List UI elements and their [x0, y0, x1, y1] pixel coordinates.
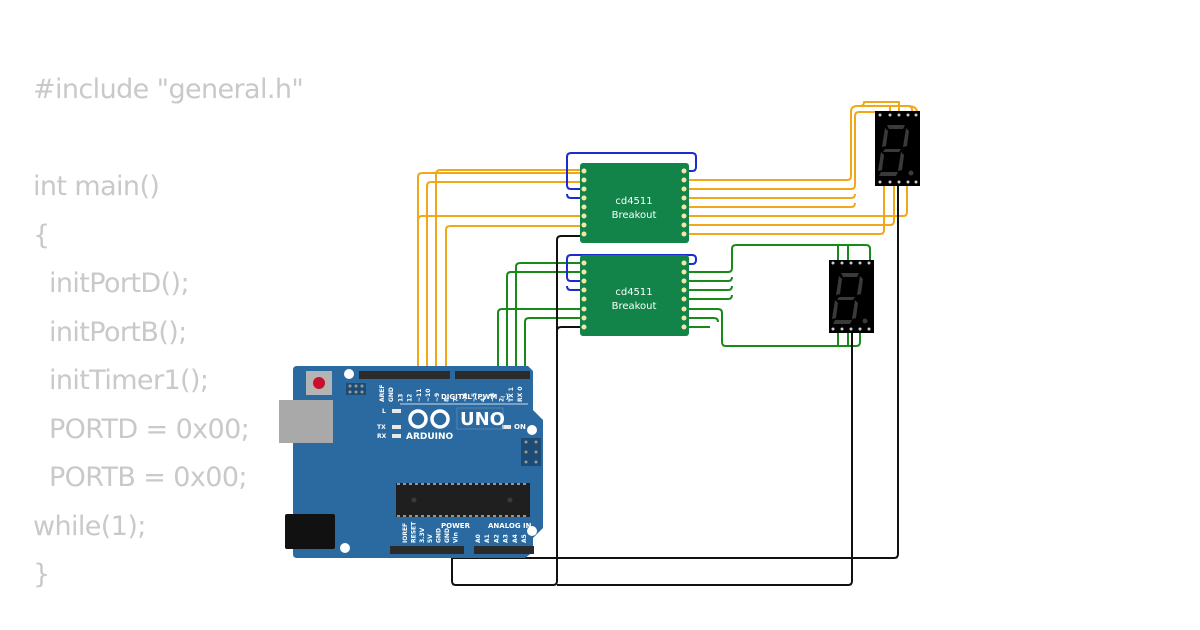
wire-d11: [417, 172, 583, 372]
display-top-segments: [878, 125, 914, 176]
pin-label: TX 1: [508, 387, 515, 402]
pin-label: A0: [475, 534, 482, 543]
wires-green-arduino-decoder: [497, 262, 583, 372]
code-line: int main(): [33, 171, 160, 202]
pin-label: A4: [512, 534, 519, 543]
led-l: [392, 409, 401, 413]
pin-label: RESET: [410, 521, 417, 543]
pin-label: AREF: [379, 385, 386, 402]
wires-orange-decoder-display: [684, 101, 918, 235]
decoder-bottom-label-1: cd4511: [615, 287, 652, 298]
code-listing: #include "general.h" int main() { initPort…: [33, 66, 304, 600]
wire-d9: [435, 169, 583, 372]
digital-header-low: [455, 371, 530, 379]
pin-label: A5: [521, 534, 528, 543]
code-line: while(1);: [33, 510, 146, 542]
pin-label: GND: [388, 387, 395, 402]
digital-header-high: [359, 371, 450, 379]
decoder-top[interactable]: cd4511 Breakout: [580, 163, 689, 243]
wires-orange-arduino-decoder: [417, 169, 583, 372]
mounting-hole: [527, 425, 537, 435]
rx-label: RX: [377, 433, 387, 440]
wires-black-ground: [451, 183, 899, 586]
pin-label: A2: [493, 534, 500, 543]
l-label: L: [382, 408, 386, 415]
power-header: [390, 546, 464, 554]
pin-label: 12: [407, 394, 414, 402]
pin-label: ~10: [425, 389, 432, 402]
pin-label: A3: [503, 534, 510, 543]
analog-header: [474, 546, 534, 554]
mounting-hole: [340, 543, 350, 553]
pin-label: 5V: [427, 534, 434, 543]
seven-segment-display-top[interactable]: [875, 111, 920, 186]
wire-d8: [445, 225, 583, 372]
pin-label: IOREF: [402, 523, 409, 543]
tx-label: TX: [377, 424, 386, 431]
wire-d2: [506, 271, 583, 372]
pin-label: A1: [484, 534, 491, 543]
dc-power-jack: [285, 514, 335, 549]
code-line: PORTB = 0x00;: [33, 462, 248, 493]
pin-label: 8: [443, 398, 450, 402]
pin-label: 2: [499, 398, 506, 402]
pin-label: GND: [444, 528, 451, 543]
code-line: #include "general.h": [33, 74, 304, 105]
code-line: }: [33, 559, 50, 590]
code-line: initPortB();: [33, 316, 187, 348]
led-on: [502, 425, 511, 429]
decoder-top-label-1: cd4511: [615, 196, 652, 207]
wire-d1: [515, 262, 583, 372]
decoder-top-pins: [581, 168, 687, 237]
arduino-logo-icon: [408, 409, 450, 429]
brand-label: ARDUINO: [406, 432, 454, 442]
pin-label: ~9: [434, 393, 441, 402]
pin-label: 3.3V: [419, 527, 426, 543]
pin-label: RX 0: [517, 386, 524, 402]
decoder-bottom-label-2: Breakout: [612, 301, 657, 312]
mounting-hole: [344, 369, 354, 379]
decoder-top-label-2: Breakout: [612, 210, 657, 221]
digital-label: DIGITAL (PWM ~): [441, 393, 509, 401]
code-line: initTimer1();: [33, 365, 209, 396]
decoder-bottom-pins: [581, 260, 687, 330]
pin-label: ~5: [471, 393, 478, 402]
led-tx: [392, 425, 401, 429]
code-line: initPortD();: [33, 268, 190, 299]
pin-label: 7: [453, 398, 460, 402]
wire-d3: [497, 308, 583, 372]
pin-label: ~6: [462, 393, 469, 402]
display-bottom-segments: [832, 273, 868, 324]
wires-green-decoder-display: [684, 244, 871, 347]
usb-port: [279, 400, 333, 443]
model-label: UNO: [460, 409, 505, 430]
pin-label: ~3: [489, 393, 496, 402]
seven-segment-display-bottom[interactable]: [829, 260, 874, 333]
mounting-hole: [527, 526, 537, 536]
wire-d0: [524, 317, 583, 372]
code-line: {: [33, 219, 50, 251]
pin-label: Vin: [452, 532, 459, 543]
wire-d10: [426, 181, 583, 372]
on-label: ON: [514, 423, 526, 431]
pin-label: GND: [436, 528, 443, 543]
code-line: PORTD = 0x00;: [33, 413, 250, 445]
pin-label: ~11: [416, 389, 423, 402]
pin-label: 13: [397, 394, 404, 402]
pin-label: 4: [480, 398, 487, 402]
decoder-bottom[interactable]: cd4511 Breakout: [580, 255, 689, 336]
led-rx: [392, 434, 401, 438]
power-label: POWER: [441, 522, 471, 530]
analog-label: ANALOG IN: [488, 522, 532, 530]
